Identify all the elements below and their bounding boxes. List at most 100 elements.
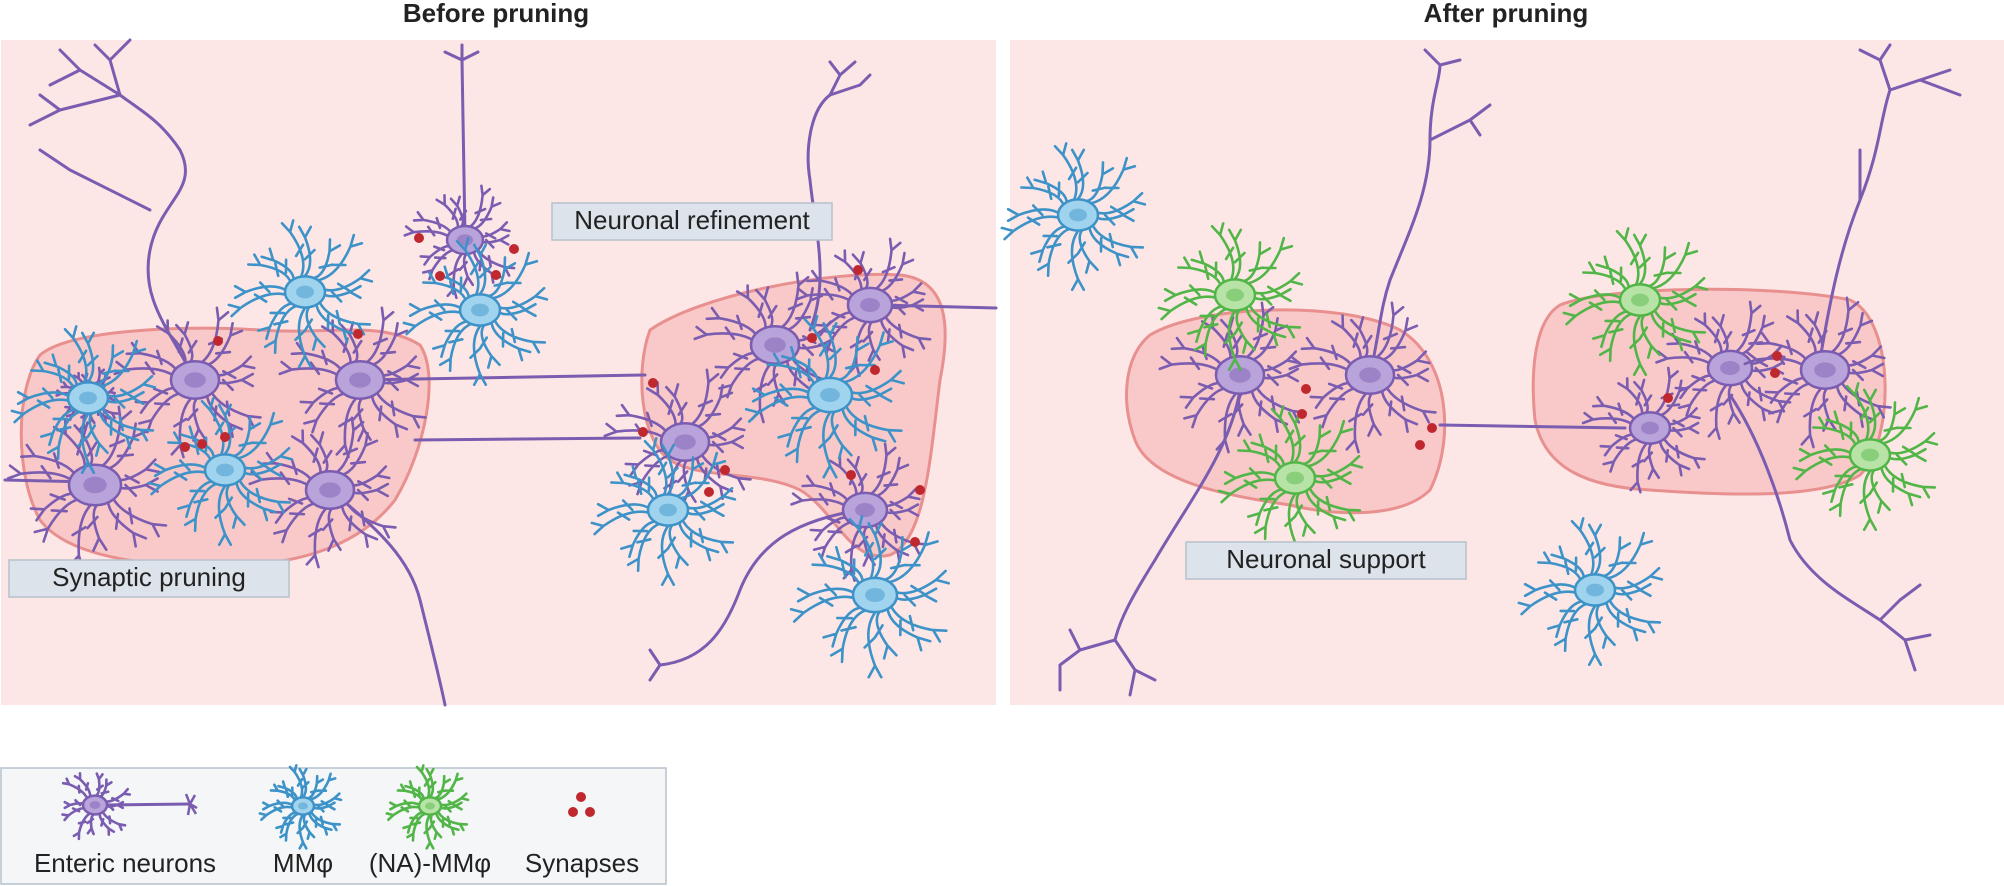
mm-phi-macrophage-processes [1000, 142, 1147, 291]
callout-box [1185, 541, 1467, 580]
neurite [1818, 43, 1962, 362]
mm-phi-macrophage [789, 514, 950, 679]
legend-mm-phi-icon [258, 764, 343, 850]
na-mm-phi-macrophage-processes [1157, 222, 1304, 371]
mm-phi-macrophage [590, 437, 737, 586]
na-mm-phi-macrophage-nucleus [1286, 471, 1304, 485]
synapse-dot [807, 333, 817, 343]
enteric-neuron-processes [248, 416, 397, 569]
synapse-dot [1297, 409, 1307, 419]
legend-label-synapses: Synapses [525, 848, 639, 878]
legend-na-mm-phi-cell-body [417, 796, 443, 816]
mm-phi-macrophage-processes [744, 314, 905, 479]
enteric-neuron-processes [278, 306, 427, 459]
enteric-neuron-nucleus [349, 372, 371, 388]
mm-phi-macrophage [1000, 142, 1147, 291]
synapse-layer [180, 233, 1782, 547]
mm-phi-macrophage-body [1573, 573, 1617, 607]
synapse-dot [180, 442, 190, 452]
synapse-dot [414, 233, 424, 243]
synapse-dot [509, 244, 519, 254]
mm-phi-macrophage-processes [10, 325, 157, 474]
mm-phi-macrophage-body [806, 376, 854, 414]
enteric-neuron-nucleus [1814, 362, 1836, 378]
legend-mm-phi-cell-nucleus [298, 802, 308, 810]
synapse-dot [353, 329, 363, 339]
enteric-neuron-body [1799, 350, 1851, 390]
callout-neuronal-refinement: Neuronal refinement [551, 202, 833, 241]
synapse-dot [720, 465, 730, 475]
enteric-neuron-processes [1288, 301, 1437, 454]
panel-title-after: After pruning [1424, 0, 1589, 28]
na-mm-phi-macrophage-nucleus [1631, 293, 1649, 307]
neurite [118, 93, 197, 382]
enteric-neuron [278, 306, 427, 459]
legend-synapses-icon [568, 792, 595, 817]
synapse-dot [1301, 384, 1311, 394]
enteric-neuron-body [1628, 411, 1672, 445]
mm-phi-macrophage-nucleus [1069, 208, 1087, 222]
legend-neuron-cell-body [81, 794, 109, 816]
enteric-neuron [113, 306, 262, 459]
enteric-neuron-body [1214, 355, 1266, 395]
enteric-neuron-processes [1655, 300, 1792, 440]
neurite [1728, 393, 1932, 672]
neurite [413, 436, 642, 442]
callout-label: Neuronal support [1226, 544, 1426, 574]
na-mm-phi-macrophage-processes [1217, 405, 1364, 554]
panel-title-before: Before pruning [403, 0, 589, 28]
legend-neuron-cell [61, 772, 132, 841]
mm-phi-macrophage [10, 325, 157, 474]
legend-synapse-dot [585, 807, 595, 817]
legend-neuron-terminal [184, 793, 198, 816]
synapse-dot [1770, 368, 1780, 378]
legend-enteric-neuron-icon [61, 772, 198, 841]
neurite-projections [3, 38, 1962, 707]
enteric-neuron [1158, 301, 1307, 454]
mm-phi-macrophage-body [851, 576, 899, 614]
neurite [878, 303, 998, 310]
mm-phi-macrophage-processes [147, 397, 294, 546]
synapse-dot [915, 485, 925, 495]
callout-label: Synaptic pruning [52, 562, 246, 592]
synapse-dot [853, 265, 863, 275]
synapse-dot [1427, 423, 1437, 433]
mm-phi-macrophage-processes [1517, 517, 1664, 666]
mm-phi-macrophage [744, 314, 905, 479]
legend-label-na-mm-phi: (NA)-MMφ [369, 848, 491, 878]
mm-phi-macrophage-body [458, 293, 502, 327]
enteric-neuron-body [334, 360, 386, 400]
na-mm-phi-macrophage [1562, 227, 1709, 376]
mm-phi-macrophage-processes [789, 514, 950, 679]
na-mm-phi-macrophage [1792, 382, 1939, 531]
na-mm-phi-macrophage [1157, 222, 1304, 371]
legend-label-mm-phi: MMφ [273, 848, 333, 878]
mm-phi-macrophage-body [203, 453, 247, 487]
synapse-dot [213, 336, 223, 346]
enteric-neuron [795, 237, 932, 377]
mm-phi-macrophage-nucleus [820, 387, 840, 403]
na-mm-phi-macrophage [1217, 405, 1364, 554]
legend-synapse-dot [568, 807, 578, 817]
neuronal-support-region-right [1531, 287, 1887, 496]
mm-phi-macrophage-nucleus [79, 391, 97, 405]
mm-phi-macrophage-nucleus [865, 587, 885, 603]
mm-phi-macrophage [1517, 517, 1664, 666]
neurite [1368, 48, 1492, 377]
callout-synaptic-pruning: Synaptic pruning [8, 559, 290, 598]
enteric-neuron [1288, 301, 1437, 454]
enteric-neuron-nucleus [1720, 360, 1740, 376]
na-mm-phi-macrophage-body [1848, 438, 1892, 472]
legend-na-mm-phi-cell-processes [385, 764, 470, 850]
synapse-dot [1772, 351, 1782, 361]
mm-phi-macrophage-body [646, 493, 690, 527]
enteric-neuron-nucleus [456, 234, 474, 246]
synapse-dot [638, 427, 648, 437]
synapse-dot [1415, 440, 1425, 450]
neurite [328, 488, 447, 707]
neurite-branches [28, 38, 152, 212]
mm-phi-macrophage-nucleus [296, 285, 314, 299]
mm-phi-macrophage-nucleus [1586, 583, 1604, 597]
enteric-neuron-body [749, 325, 801, 365]
callout-box [8, 559, 290, 598]
